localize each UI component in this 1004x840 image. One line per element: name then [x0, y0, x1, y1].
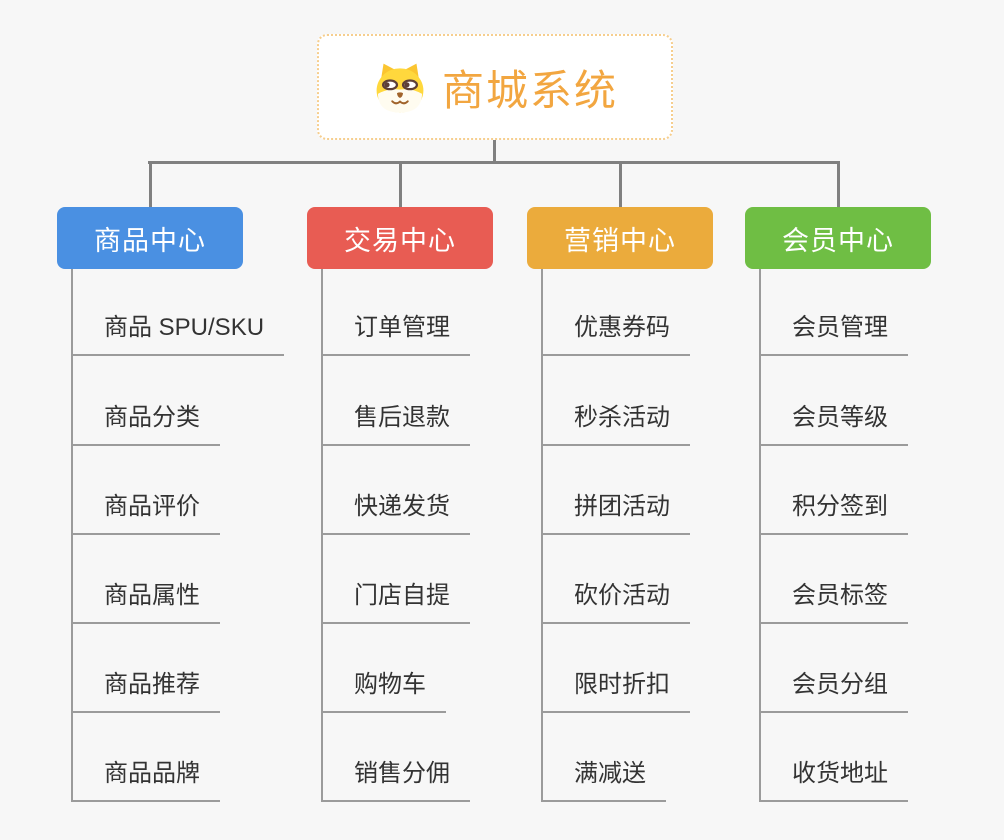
sub-item[interactable]: 秒杀活动	[541, 401, 690, 446]
branch-label: 商品中心	[94, 225, 206, 256]
sub-item[interactable]: 收货地址	[759, 757, 908, 802]
sub-item[interactable]: 限时折扣	[541, 668, 690, 713]
sub-item[interactable]: 商品 SPU/SKU	[71, 311, 285, 356]
sub-item[interactable]: 购物车	[321, 668, 446, 713]
sub-item[interactable]: 拼团活动	[541, 490, 690, 535]
sub-item[interactable]: 销售分佣	[321, 757, 470, 802]
connector-horizontal	[148, 161, 840, 164]
branch-trunk-line	[541, 269, 543, 802]
branch-label: 营销中心	[564, 225, 676, 256]
sub-item[interactable]: 会员分组	[759, 668, 908, 713]
sub-item[interactable]: 商品推荐	[71, 668, 220, 713]
dog-face-icon	[372, 61, 428, 113]
sub-item[interactable]: 订单管理	[321, 311, 470, 356]
branch-node-0[interactable]: 商品中心	[57, 207, 243, 269]
connector-drop	[836, 161, 840, 208]
connector-drop	[618, 161, 622, 208]
connector-root-trunk	[493, 140, 496, 163]
sub-item[interactable]: 商品属性	[71, 579, 220, 624]
sub-item[interactable]: 商品评价	[71, 490, 220, 535]
branch-label: 交易中心	[344, 225, 456, 256]
sub-item[interactable]: 满减送	[541, 757, 666, 802]
sub-item[interactable]: 商品分类	[71, 401, 220, 446]
sub-item[interactable]: 积分签到	[759, 490, 908, 535]
sub-item[interactable]: 快递发货	[321, 490, 470, 535]
branch-node-1[interactable]: 交易中心	[307, 207, 493, 269]
sub-item[interactable]: 优惠券码	[541, 311, 690, 356]
connector-drop	[398, 161, 402, 208]
sub-item[interactable]: 会员等级	[759, 401, 908, 446]
branch-node-3[interactable]: 会员中心	[745, 207, 931, 269]
sub-item[interactable]: 会员标签	[759, 579, 908, 624]
root-title: 商城系统	[441, 66, 618, 114]
branch-trunk-line	[759, 269, 761, 802]
branch-node-2[interactable]: 营销中心	[527, 207, 713, 269]
sub-item[interactable]: 会员管理	[759, 311, 908, 356]
branch-trunk-line	[71, 269, 73, 802]
root-node[interactable]: 商城系统	[317, 34, 673, 140]
branch-trunk-line	[321, 269, 323, 802]
branch-label: 会员中心	[782, 225, 894, 256]
sub-item[interactable]: 售后退款	[321, 401, 470, 446]
connector-drop	[148, 161, 152, 208]
sub-item[interactable]: 门店自提	[321, 579, 470, 624]
sub-item[interactable]: 砍价活动	[541, 579, 690, 624]
sub-item[interactable]: 商品品牌	[71, 757, 220, 802]
